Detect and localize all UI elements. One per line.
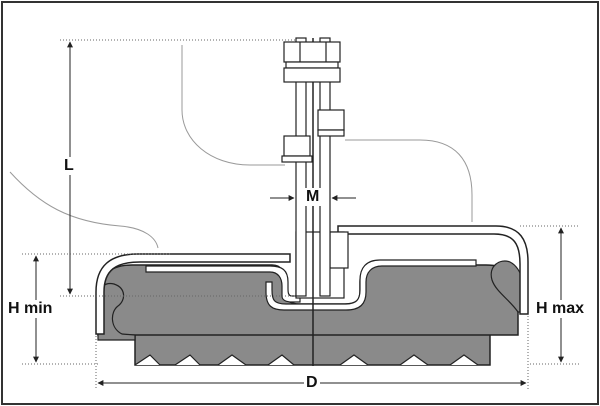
dimension-label-l: L bbox=[62, 157, 76, 175]
dimension-label-h-max: H max bbox=[534, 300, 587, 318]
metal-housing-right bbox=[337, 225, 529, 315]
dimension-label-d: D bbox=[304, 374, 320, 392]
dimension-label-m: M bbox=[304, 188, 322, 206]
metal-housing-left bbox=[95, 253, 291, 335]
hex-nut-lower bbox=[281, 135, 313, 163]
inner-cup bbox=[265, 259, 477, 311]
insert-collar bbox=[329, 231, 349, 269]
hex-nut-right bbox=[317, 109, 345, 137]
rubber-body bbox=[97, 264, 519, 366]
stud-left bbox=[295, 37, 307, 297]
rubber-teeth bbox=[134, 354, 479, 366]
dimension-label-h-min: H min bbox=[6, 300, 55, 318]
hex-nut-top bbox=[283, 41, 341, 83]
stud-right bbox=[319, 37, 331, 297]
background-outline-curves bbox=[9, 45, 473, 249]
